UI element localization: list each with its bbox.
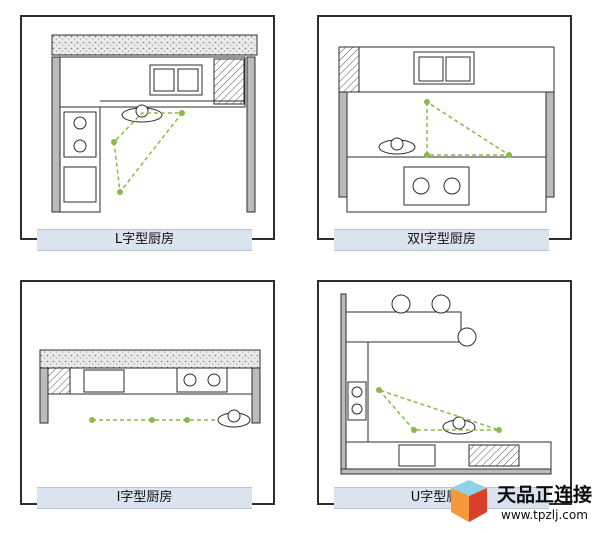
sink xyxy=(149,64,203,96)
wall-bottom xyxy=(340,468,552,475)
countertop-top xyxy=(51,34,258,56)
stool xyxy=(391,294,411,314)
countertop xyxy=(39,349,261,369)
panel-label: I字型厨房 xyxy=(37,487,252,509)
counter-left-column xyxy=(59,106,101,213)
counter-bottom-row xyxy=(345,441,552,470)
work-triangle xyxy=(378,389,500,431)
double-i-plan xyxy=(338,46,555,213)
panel-double-i-kitchen: 双I字型厨房 xyxy=(317,15,572,251)
wall-right xyxy=(246,56,256,213)
i-shape-plan xyxy=(39,349,261,428)
wall-right xyxy=(251,367,261,424)
panel-l-shape-kitchen: L字型厨房 xyxy=(20,15,275,251)
wall-left xyxy=(338,91,348,198)
wall-left xyxy=(39,367,49,424)
stool xyxy=(457,327,477,347)
logo-icon xyxy=(451,480,487,522)
stove xyxy=(63,111,97,158)
panel-u-shape-kitchen: U字型厨房 xyxy=(317,280,572,509)
wall-right xyxy=(545,91,555,198)
watermark: 天品正连接 www.tpzlj.com xyxy=(445,478,595,528)
counter-lower xyxy=(346,156,547,213)
watermark-url: www.tpzlj.com xyxy=(501,508,588,522)
panel-label: L字型厨房 xyxy=(37,229,252,251)
sink xyxy=(83,369,125,393)
stove xyxy=(176,367,228,393)
panel-i-shape-kitchen: I字型厨房 xyxy=(20,280,275,509)
sink xyxy=(398,444,436,467)
wall-left xyxy=(51,56,61,213)
counter-top-row xyxy=(59,56,246,108)
counter-top-row xyxy=(345,311,462,343)
wall-left xyxy=(340,293,347,470)
watermark-title: 天品正连接 xyxy=(497,484,593,506)
panel-label: 双I字型厨房 xyxy=(334,229,549,251)
stool xyxy=(431,294,451,314)
u-shape-plan xyxy=(340,293,552,475)
stove xyxy=(403,166,470,206)
work-triangle xyxy=(426,101,512,156)
l-shape-plan xyxy=(51,34,258,213)
work-triangle xyxy=(113,112,183,194)
fridge xyxy=(213,58,245,105)
